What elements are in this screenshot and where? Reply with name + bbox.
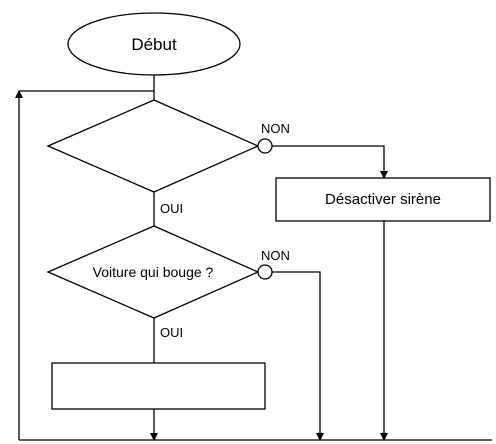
action-right-label: Désactiver sirène <box>325 191 441 208</box>
start-node: Début <box>67 12 241 76</box>
decision2-node: Voiture qui bouge ? <box>46 225 260 319</box>
action-bottom-box <box>51 362 266 410</box>
yes-label-1: OUI <box>160 201 183 216</box>
yes-label-2: OUI <box>160 325 183 340</box>
no-connector-circle-2 <box>257 264 273 280</box>
decision1-diamond <box>46 99 260 193</box>
no-label-2: NON <box>261 248 290 263</box>
action-right-box <box>275 177 491 222</box>
action-right-node: Désactiver sirène <box>275 177 491 222</box>
no-label-1: NON <box>261 121 290 136</box>
connector-no2-down <box>272 271 324 441</box>
start-label: Début <box>131 35 177 54</box>
no-connector-circle-1 <box>257 138 273 154</box>
decision1-node <box>46 99 260 193</box>
action-bottom-node <box>51 362 266 410</box>
connector-no1-to-action <box>272 145 388 179</box>
decision2-label: Voiture qui bouge ? <box>93 264 214 280</box>
